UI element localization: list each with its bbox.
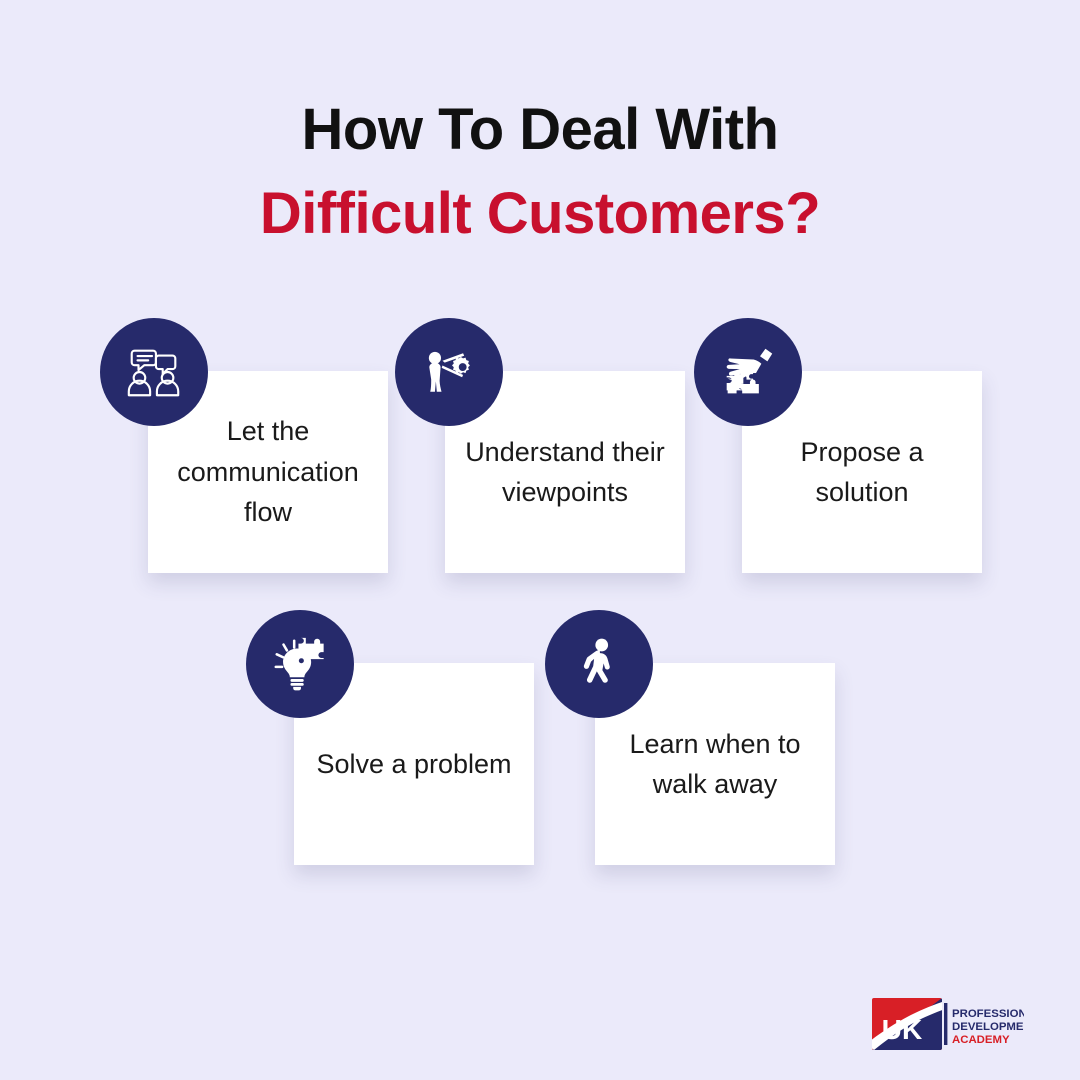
step-icon-circle-4 (246, 610, 354, 718)
step-label-1: Let the communication flow (177, 416, 359, 528)
hand-puzzle-piece-icon (717, 341, 779, 403)
logo-mark-text: UK (882, 1014, 922, 1045)
step-icon-circle-2 (395, 318, 503, 426)
people-speech-bubbles-icon (123, 341, 185, 403)
person-viewpoint-gear-icon (419, 342, 479, 402)
step-icon-circle-5 (545, 610, 653, 718)
step-label-2: Understand their viewpoints (465, 436, 665, 508)
logo-line-3: ACADEMY (952, 1034, 1010, 1046)
step-card-4[interactable]: Solve a problem (294, 663, 534, 865)
step-label-4: Solve a problem (316, 748, 512, 779)
logo-line-2: DEVELOPMENT (952, 1021, 1024, 1033)
step-label-3: Propose a solution (800, 436, 924, 508)
lightbulb-puzzle-icon (269, 633, 331, 695)
step-icon-circle-3 (694, 318, 802, 426)
walking-person-icon (570, 635, 628, 693)
title-line-highlight: Difficult Customers? (259, 181, 821, 247)
step-label-5: Learn when to walk away (629, 728, 801, 800)
logo-line-1: PROFESSIONAL (952, 1008, 1024, 1020)
title-line-primary: How To Deal With (301, 97, 779, 162)
step-icon-circle-1 (100, 318, 208, 426)
page-title: How To Deal With Difficult Customers? (0, 96, 1080, 249)
brand-logo: UK PROFESSIONAL DEVELOPMENT ACADEMY (872, 998, 1024, 1050)
